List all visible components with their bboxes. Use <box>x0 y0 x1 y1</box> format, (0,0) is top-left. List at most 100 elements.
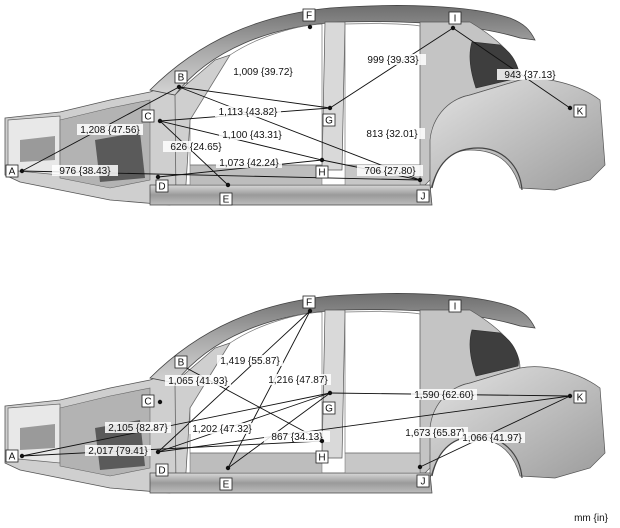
bot-point-dot-a <box>19 453 25 459</box>
top-point-box-f <box>302 8 316 22</box>
top-dim-label-h-j: 706 {27.80} <box>364 166 416 177</box>
top-dim-label-c-e: 626 {24.65} <box>170 142 222 153</box>
bottom-view: 1,419 {55.87} 1,065 {41.93} 1,216 {47.87} 1… <box>4 292 606 494</box>
bot-point-label-e: E <box>223 480 230 491</box>
top-dim-label-bg-b-g <box>230 66 296 77</box>
bot-point-dot-j <box>417 464 423 470</box>
bot-point-dot-d <box>155 449 161 455</box>
top-point-box-c <box>141 109 155 123</box>
top-point-dot-a <box>19 168 25 174</box>
top-point-label-i: I <box>454 14 457 25</box>
bot-dim-label-j-k: 1,066 {41.97} <box>462 433 522 444</box>
bot-dim-label-bg-d-k <box>402 427 468 438</box>
bot-dim-line-d-k <box>157 395 571 453</box>
top-dim-line-c-h <box>159 120 323 161</box>
bot-point-label-g: G <box>325 404 333 415</box>
top-point-label-c: C <box>144 112 151 123</box>
top-dim-line-c-e <box>159 120 229 186</box>
bot-dim-label-b-h: 1,065 {41.93} <box>168 376 228 387</box>
top-point-dot-b <box>176 84 182 90</box>
bot-point-label-k: K <box>577 393 584 404</box>
top-dim-label-bg-c-g <box>215 106 281 117</box>
top-dim-line-d-h <box>157 159 323 178</box>
bot-dim-label-a-h: 2,017 {79.41} <box>88 446 148 457</box>
top-point-label-e: E <box>223 195 230 206</box>
top-point-label-j: J <box>421 192 426 203</box>
top-dim-label-i-k: 943 {37.13} <box>504 70 556 81</box>
bot-point-label-f: F <box>306 298 312 309</box>
bot-point-box-h <box>315 450 329 464</box>
top-point-dot-f <box>307 24 313 30</box>
bot-point-box-e <box>219 477 233 491</box>
top-point-label-h: H <box>318 168 325 179</box>
bot-dim-line-a-g <box>21 392 331 457</box>
top-dim-label-c-g: 1,113 {43.82} <box>219 107 278 118</box>
top-dim-line-i-k <box>452 27 571 109</box>
bot-dim-label-e-f: 1,216 {47.87} <box>268 375 328 386</box>
bot-dim-label-e-g: 1,202 {47.32} <box>192 424 252 435</box>
bot-point-label-i: I <box>454 302 457 313</box>
bot-dim-label-bg-a-h <box>85 445 151 456</box>
top-dim-label-bg-c-h <box>219 129 285 140</box>
top-dim-label-c-h: 1,100 {43.31} <box>222 130 282 141</box>
bot-point-dot-h <box>319 438 325 444</box>
top-dim-label-bg-b-j <box>359 128 425 139</box>
bot-dim-label-d-f: 1,419 {55.87} <box>220 356 280 367</box>
top-point-dot-e <box>225 182 231 188</box>
top-dim-label-bg-h-j <box>357 165 423 176</box>
top-dim-label-bg-g-i <box>360 54 426 65</box>
top-point-box-j <box>416 189 430 203</box>
top-dim-label-bg-i-k <box>497 69 563 80</box>
bot-dim-label-d-k: 1,673 {65.87} <box>405 428 465 439</box>
top-point-dot-k <box>567 105 573 111</box>
bot-dim-label-d-g: 867 {34.13} <box>271 432 323 443</box>
bot-dim-line-d-f <box>157 310 311 453</box>
bot-dim-label-bg-e-g <box>189 423 255 434</box>
top-dim-line-b-g <box>178 86 331 109</box>
top-point-label-f: F <box>306 11 312 22</box>
bot-dim-line-j-k <box>419 395 571 468</box>
top-point-label-k: K <box>577 107 584 118</box>
bot-dim-label-bg-d-f <box>217 355 283 366</box>
bot-point-label-h: H <box>318 453 325 464</box>
top-dim-label-a-j: 976 {38.43} <box>59 166 111 177</box>
top-dim-label-b-g: 1,009 {39.72} <box>233 67 293 78</box>
bot-dim-label-a-g: 2,105 {82.87} <box>108 423 168 434</box>
bot-point-box-a <box>5 449 19 463</box>
top-point-box-d <box>155 179 169 193</box>
bot-dim-label-g-k: 1,590 {62.60} <box>414 390 474 401</box>
bot-point-label-d: D <box>158 466 165 477</box>
top-dimension-labels: 1,208 {47.56} 976 {38.43} 1,009 {39.72} 1,1… <box>52 54 563 177</box>
bot-dim-label-bg-d-g <box>264 431 330 442</box>
top-dim-label-b-j: 813 {32.01} <box>366 129 418 140</box>
bot-point-box-c <box>141 394 155 408</box>
top-point-label-g: G <box>325 116 333 127</box>
bot-point-dot-f <box>307 308 313 314</box>
top-point-box-b <box>174 70 188 84</box>
top-point-label-d: D <box>158 182 165 193</box>
top-point-dot-c <box>157 118 163 124</box>
bottom-dimension-labels: 1,419 {55.87} 1,065 {41.93} 1,216 {47.87} 1… <box>85 355 525 457</box>
bot-point-dot-g <box>327 390 333 396</box>
bot-point-box-d <box>155 463 169 477</box>
top-dim-label-g-i: 999 {39.33} <box>367 55 419 66</box>
bot-point-label-b: B <box>178 358 185 369</box>
bot-point-label-c: C <box>144 397 151 408</box>
bot-point-box-g <box>322 401 336 415</box>
bottom-car-body <box>4 292 606 494</box>
bot-point-label-a: A <box>9 452 16 463</box>
top-dim-label-a-b: 1,208 {47.56} <box>80 125 140 136</box>
top-dim-label-d-h: 1,073 {42.24} <box>219 158 279 169</box>
bot-point-label-j: J <box>421 477 426 488</box>
bot-dim-label-bg-g-k <box>411 389 477 400</box>
bot-dim-label-bg-j-k <box>459 432 525 443</box>
top-dim-label-bg-a-j <box>52 165 118 176</box>
bot-point-box-i <box>448 299 462 313</box>
top-dim-label-bg-a-b <box>77 124 143 135</box>
bot-dim-line-e-g <box>227 392 331 469</box>
top-point-dot-d <box>155 174 161 180</box>
top-dim-label-bg-d-h <box>216 157 282 168</box>
top-point-dot-i <box>450 25 456 31</box>
bot-point-box-b <box>174 355 188 369</box>
